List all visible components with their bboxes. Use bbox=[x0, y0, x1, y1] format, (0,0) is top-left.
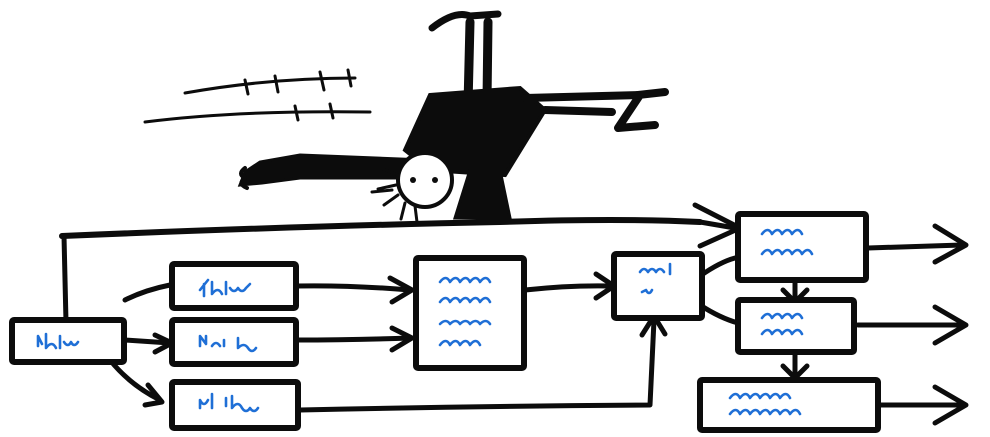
cartwheel-stick-figure bbox=[62, 14, 700, 236]
box-merge bbox=[614, 254, 702, 318]
box-branch-1 bbox=[172, 264, 296, 308]
box-process-main bbox=[416, 258, 524, 368]
box-output-3 bbox=[700, 380, 878, 430]
box-output-2 bbox=[738, 300, 854, 352]
motion-lines bbox=[145, 70, 370, 122]
box-branch-2 bbox=[172, 320, 296, 364]
right-arm bbox=[525, 92, 665, 128]
box-input bbox=[12, 320, 124, 362]
support-leg bbox=[455, 170, 510, 218]
ground-line bbox=[62, 220, 700, 236]
box-branch-3 bbox=[172, 382, 298, 428]
box-output-1 bbox=[738, 214, 866, 280]
